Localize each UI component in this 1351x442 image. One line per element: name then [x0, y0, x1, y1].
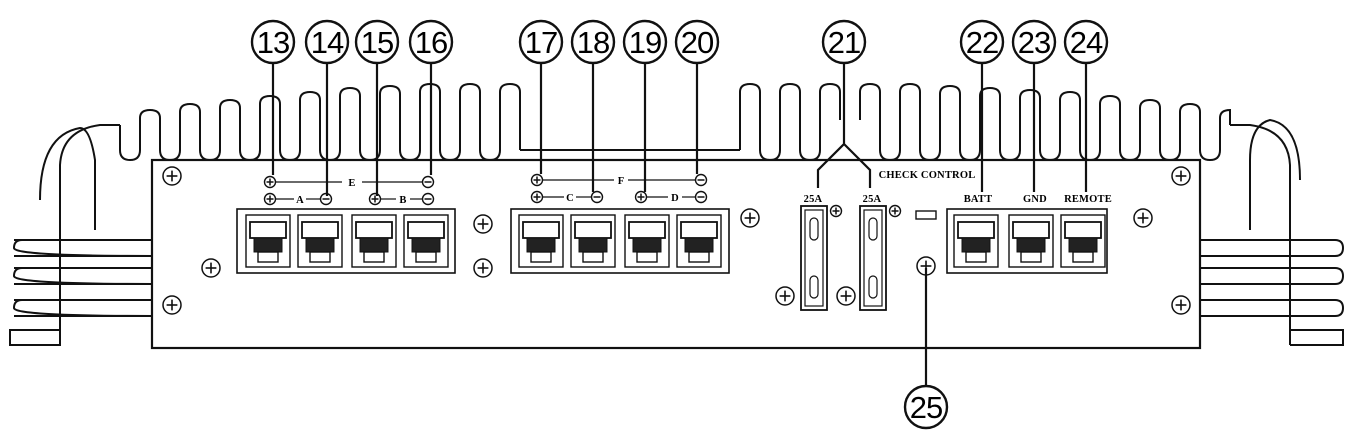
negative-icon [694, 173, 708, 187]
terminal-port [1008, 214, 1054, 268]
callout-number: 15 [361, 25, 393, 60]
screw-icon [473, 214, 493, 234]
fuse-label-1: 25A [804, 194, 823, 205]
label-remote: REMOTE [1064, 194, 1112, 205]
positive-icon [263, 175, 277, 189]
label-channel-b: B [399, 195, 406, 206]
callout-number: 25 [910, 390, 942, 425]
callout-20: 20 [674, 19, 720, 65]
polarity-markers [263, 173, 902, 218]
callout-14: 14 [304, 19, 350, 65]
terminal-port [403, 214, 449, 268]
terminal-port [1060, 214, 1106, 268]
screw-icon [473, 258, 493, 278]
speaker-labels-right: F C D [542, 176, 696, 204]
callout-18: 18 [570, 19, 616, 65]
callout-15: 15 [354, 19, 400, 65]
callout-number: 20 [681, 25, 714, 60]
positive-icon [368, 192, 382, 206]
screw-icon [162, 166, 182, 186]
screw-icon [775, 286, 795, 306]
negative-icon [590, 190, 604, 204]
terminal-port [351, 214, 397, 268]
callout-23: 23 [1011, 19, 1057, 65]
callout-number: 23 [1018, 25, 1050, 60]
mounting-screws [162, 166, 1191, 315]
negative-icon [694, 190, 708, 204]
positive-icon [530, 173, 544, 187]
callout-number: 14 [311, 25, 344, 60]
callout-25: 25 [903, 384, 949, 430]
heatsink-left-fins [12, 126, 153, 317]
terminal-port [676, 214, 722, 268]
callout-22: 22 [959, 19, 1005, 65]
label-channel-c: C [566, 193, 574, 204]
fuse-1 [800, 205, 828, 311]
fuse-2 [859, 205, 887, 311]
screw-icon [836, 286, 856, 306]
label-gnd: GND [1023, 194, 1047, 205]
screw-icon [740, 208, 760, 228]
screw-icon [162, 295, 182, 315]
callout-markers: 13 14 15 16 17 18 19 20 21 22 23 24 25 [250, 19, 1109, 430]
fuse-holders: 25A 25A [800, 194, 887, 311]
screw-icon [1133, 208, 1153, 228]
callout-number: 13 [257, 25, 289, 60]
terminal-port [624, 214, 670, 268]
callout-17: 17 [518, 19, 564, 65]
callout-13: 13 [250, 19, 296, 65]
callout-21: 21 [821, 19, 867, 65]
callout-number: 22 [966, 25, 998, 60]
screw-icon [1171, 295, 1191, 315]
check-control-label: CHECK CONTROL [879, 170, 976, 181]
heatsink-right-fins [1200, 118, 1345, 346]
positive-icon [263, 192, 277, 206]
heatsink [9, 82, 1345, 346]
callout-number: 19 [629, 25, 661, 60]
terminal-ports [245, 214, 1106, 268]
negative-icon [421, 192, 435, 206]
callout-number: 17 [525, 25, 557, 60]
label-channel-a: A [296, 195, 304, 206]
label-channel-d: D [671, 193, 679, 204]
positive-icon [530, 190, 544, 204]
speaker-labels-left: E A B [276, 178, 423, 206]
negative-icon [319, 192, 333, 206]
check-control-led [915, 210, 937, 220]
screw-icon [1171, 166, 1191, 186]
callout-number: 24 [1070, 25, 1103, 60]
terminal-port [953, 214, 999, 268]
terminal-port [518, 214, 564, 268]
callout-number: 16 [415, 25, 447, 60]
positive-icon [888, 204, 902, 218]
terminal-port [570, 214, 616, 268]
terminal-port [297, 214, 343, 268]
callout-number: 18 [577, 25, 609, 60]
callout-24: 24 [1063, 19, 1109, 65]
fuse-label-2: 25A [863, 194, 882, 205]
callout-19: 19 [622, 19, 668, 65]
negative-icon [421, 175, 435, 189]
terminal-port [245, 214, 291, 268]
callout-leaders [271, 62, 1088, 388]
positive-icon [634, 190, 648, 204]
label-group-f: F [618, 176, 625, 187]
heatsink-top-fins [119, 82, 521, 162]
callout-16: 16 [408, 19, 454, 65]
label-group-e: E [348, 178, 355, 189]
screw-icon [201, 258, 221, 278]
positive-icon [829, 204, 843, 218]
label-batt: BATT [964, 194, 993, 205]
callout-number: 21 [828, 25, 860, 60]
